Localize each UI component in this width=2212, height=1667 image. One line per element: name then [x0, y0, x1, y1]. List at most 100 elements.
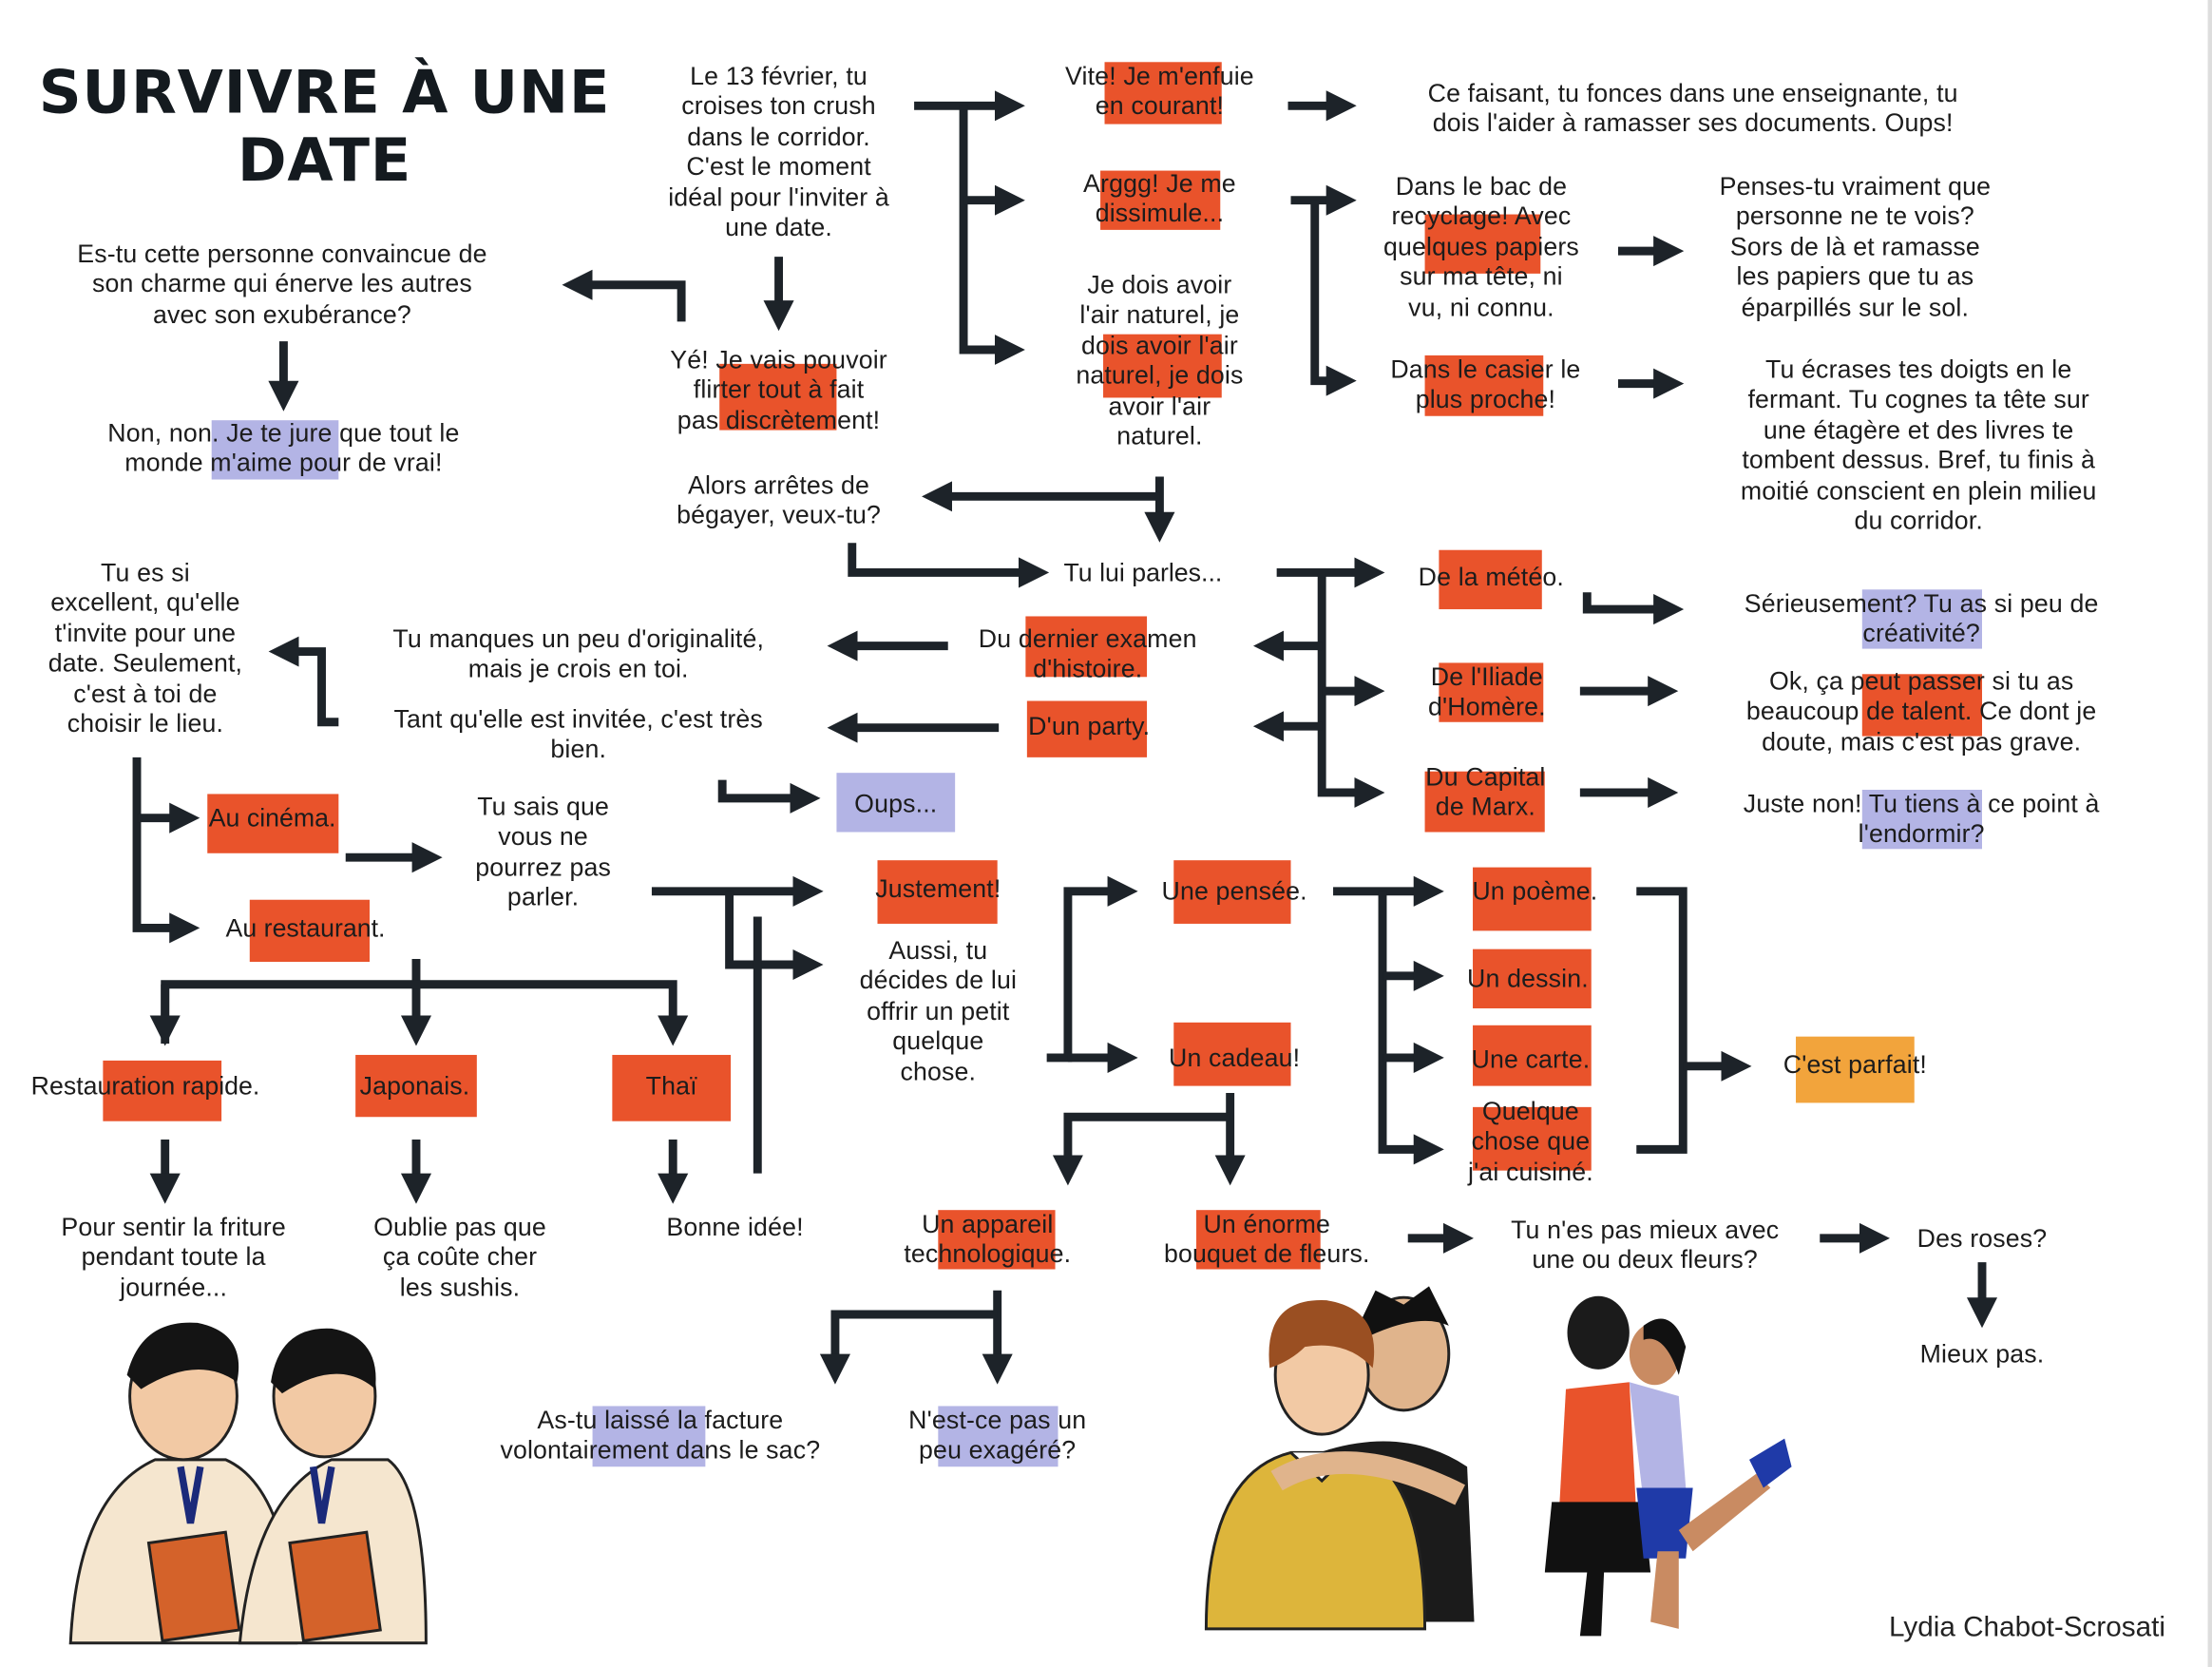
arrow	[1582, 592, 1685, 625]
highlight	[1100, 170, 1221, 230]
arrow	[1046, 875, 1138, 1063]
node-drawing: Un dessin.	[1467, 964, 1589, 993]
highlight	[1424, 354, 1544, 416]
node-no-no: Non, non. Je te jure que tout le monde m…	[107, 418, 460, 478]
highlight	[1473, 948, 1592, 1008]
node-japanese-result: Oublie pas que ça coûte cher les sushis.	[373, 1213, 546, 1302]
node-locker-result: Tu écrases tes doigts en le fermant. Tu …	[1740, 354, 2097, 535]
highlight	[1473, 867, 1592, 931]
highlight	[719, 363, 837, 431]
node-talk: Tu lui parles...	[1063, 558, 1223, 587]
arrow	[562, 269, 686, 322]
node-fast-food-result: Pour sentir la friture pendant toute la …	[61, 1213, 286, 1302]
arrow	[717, 779, 821, 814]
highlight	[1026, 700, 1148, 757]
women-illustration	[1544, 1295, 1792, 1637]
highlight	[103, 1060, 222, 1121]
highlight	[1473, 1106, 1592, 1171]
highlight	[355, 1054, 477, 1118]
node-exaggerated: N'est-ce pas un peu exagéré?	[908, 1406, 1087, 1465]
highlight	[1439, 549, 1542, 610]
arrow	[725, 891, 824, 981]
node-stutter: Alors arrêtes de bégayer, veux-tu?	[677, 470, 882, 530]
highlight	[1025, 616, 1148, 678]
node-cooked: Quelque chose que j'ai cuisiné.	[1467, 1097, 1593, 1186]
node-thai-result: Bonne idée!	[666, 1213, 804, 1241]
highlight	[877, 860, 998, 924]
couple-illustration	[1204, 1286, 1475, 1631]
highlight	[612, 1054, 732, 1121]
highlight	[207, 794, 339, 853]
highlight	[938, 1406, 1058, 1467]
highlight	[1103, 334, 1222, 398]
node-restaurant: Au restaurant.	[225, 913, 386, 943]
node-gift-intro: Aussi, tu décides de lui offrir un petit…	[859, 936, 1018, 1086]
node-locker: Dans le casier le plus proche!	[1390, 354, 1581, 414]
highlight	[1173, 860, 1291, 924]
node-party-result: Tant qu'elle est invitée, c'est très bie…	[393, 704, 763, 764]
node-flirt: Yé! Je vais pouvoir flirter tout à fait …	[670, 345, 887, 434]
arrow	[1378, 891, 1444, 1165]
node-confident-question: Es-tu cette personne convaincue de son c…	[77, 240, 487, 329]
node-exactly: Justement!	[875, 874, 1001, 903]
arrow	[959, 105, 1025, 366]
node-poem: Un poème.	[1472, 876, 1598, 906]
highlight	[249, 899, 370, 963]
highlight	[938, 1210, 1056, 1270]
author-signature: Lydia Chabot-Scrosati	[1888, 1612, 2166, 1643]
highlight	[1424, 771, 1545, 833]
node-fast-food: Restauration rapide.	[30, 1071, 260, 1101]
node-thought: Une pensée.	[1161, 876, 1307, 906]
node-party: D'un party.	[1028, 712, 1151, 741]
node-start: Le 13 février, tu croises ton crush dans…	[668, 62, 889, 241]
highlight	[1104, 62, 1222, 125]
arrow	[848, 543, 1050, 588]
highlight	[211, 420, 339, 480]
node-recycle: Dans le bac de recyclage! Avec quelques …	[1382, 172, 1579, 321]
highlight	[1439, 662, 1544, 722]
highlight	[1861, 789, 1983, 850]
node-bouquet: Un énorme bouquet de fleurs.	[1163, 1210, 1370, 1269]
node-roses-result: Mieux pas.	[1919, 1339, 2045, 1369]
node-receipt: As-tu laissé la facture volontairement d…	[500, 1406, 821, 1465]
node-exam: Du dernier examen d'histoire.	[978, 624, 1197, 683]
connector-bracket	[1636, 887, 1688, 1154]
node-thai: Thaï	[645, 1071, 697, 1101]
node-japanese: Japonais.	[359, 1071, 470, 1101]
arrow	[268, 636, 339, 727]
node-iliad: De l'Iliade d'Homère.	[1427, 662, 1546, 721]
node-weather: De la météo.	[1418, 563, 1564, 591]
node-cinema-result: Tu sais que vous ne pourrez pas parler.	[475, 792, 611, 911]
node-iliad-result: Ok, ça peut passer si tu as beaucoup de …	[1745, 666, 2097, 757]
arrow	[1310, 200, 1357, 396]
highlight	[1424, 214, 1541, 274]
highlight	[1861, 589, 1983, 649]
highlight	[1173, 1022, 1291, 1086]
arrow	[819, 1310, 998, 1385]
node-recycle-result: Penses-tu vraiment que personne ne te vo…	[1719, 172, 1992, 321]
node-invited: Tu es si excellent, qu'elle t'invite pou…	[48, 558, 243, 738]
arrow	[132, 757, 200, 944]
node-perfect: C'est parfait!	[1783, 1050, 1928, 1080]
node-roses: Des roses?	[1916, 1224, 2048, 1253]
node-card: Une carte.	[1471, 1044, 1591, 1074]
highlight	[592, 1406, 706, 1467]
highlight	[1196, 1210, 1321, 1270]
node-hide: Arggg! Je me dissimule...	[1083, 169, 1236, 228]
node-flee-result: Ce faisant, tu fonces dans une enseignan…	[1427, 79, 1958, 138]
node-oops: Oups...	[854, 789, 938, 818]
page-edge	[2207, 0, 2212, 1667]
node-flee: Vite! Je m'enfuie en courant!	[1065, 62, 1254, 121]
node-marx-result: Juste non! Tu tiens à ce point à l'endor…	[1743, 789, 2100, 849]
highlight	[1861, 674, 1983, 737]
students-illustration	[68, 1322, 428, 1645]
node-natural: Je dois avoir l'air naturel, je dois avo…	[1076, 270, 1244, 450]
node-bouquet-result: Tu n'es pas mieux avec une ou deux fleur…	[1511, 1216, 1780, 1274]
highlight	[836, 773, 956, 833]
page-title: SURVIVRE À UNE DATE	[38, 57, 611, 195]
node-exam-result: Tu manques un peu d'originalité, mais je…	[392, 624, 765, 683]
arrow	[1052, 1112, 1230, 1186]
node-marx: Du Capital de Marx.	[1425, 762, 1546, 822]
highlight	[1473, 1025, 1592, 1086]
